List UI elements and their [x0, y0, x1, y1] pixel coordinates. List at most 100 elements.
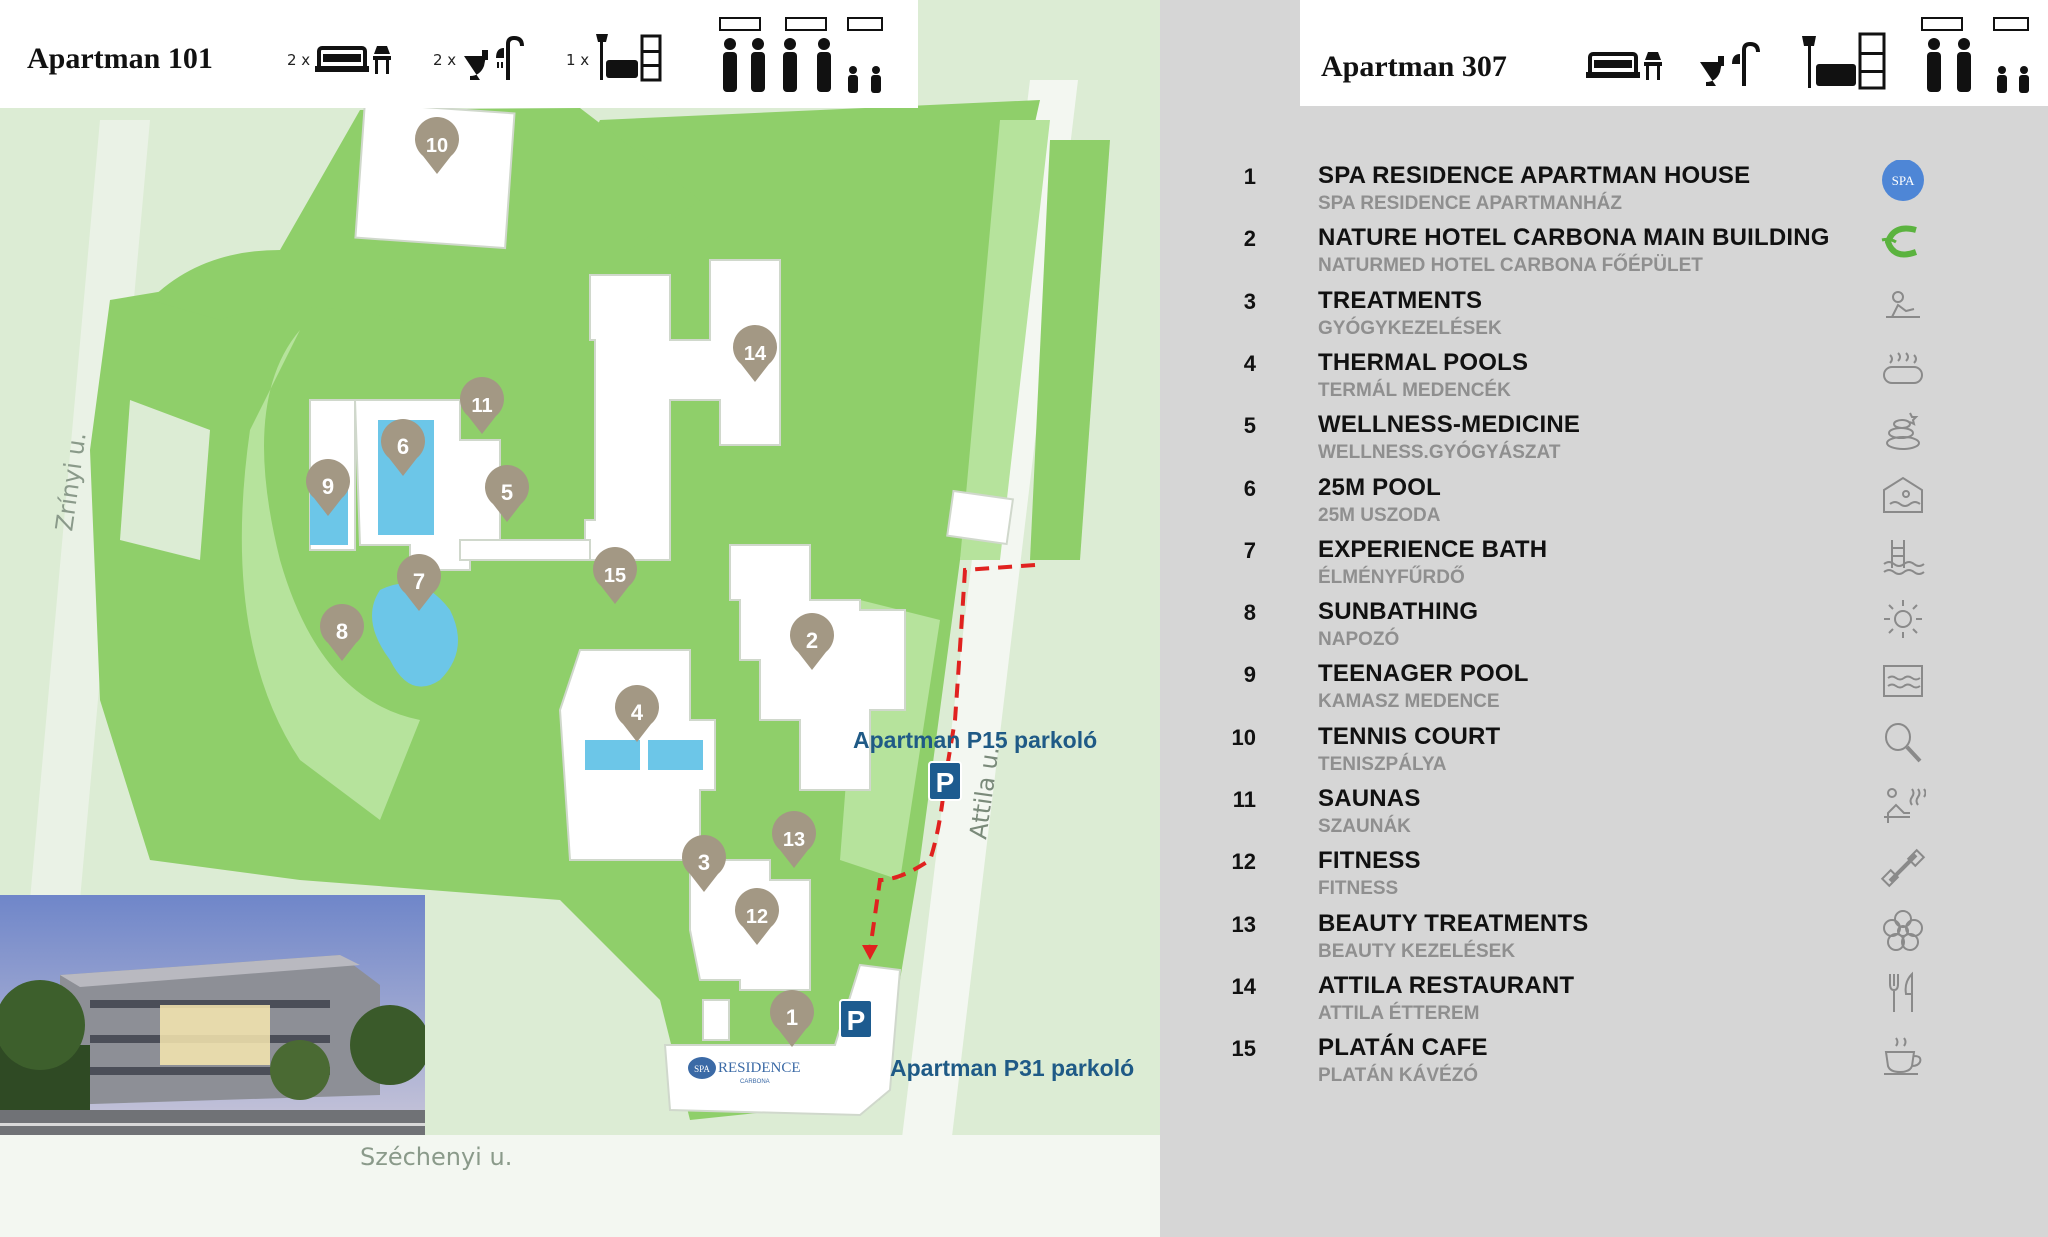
main-building-14: [584, 259, 781, 561]
legend-label-hu: GYÓGYKEZELÉSEK: [1318, 317, 1502, 339]
map-marker-label: 14: [744, 343, 767, 365]
teen-pool-icon: [1883, 665, 1923, 698]
legend-label-hu: NAPOZÓ: [1318, 629, 1400, 651]
legend-number: 3: [1243, 288, 1256, 314]
legend-label-en: WELLNESS-MEDICINE: [1318, 411, 1581, 439]
legend-label-hu: FITNESS: [1318, 878, 1399, 900]
legend-number: 14: [1231, 973, 1256, 999]
corridor-spa-main: [459, 539, 591, 561]
legend-label-en: EXPERIENCE BATH: [1318, 535, 1548, 563]
main-hotel-2: [729, 544, 906, 791]
map-marker-13[interactable]: 13: [772, 811, 817, 868]
legend-label-hu: ÉLMÉNYFŰRDŐ: [1318, 566, 1465, 588]
legend-label-en: TENNIS COURT: [1318, 722, 1501, 750]
legend-item: 13 BEAUTY TREATMENTS BEAUTY KEZELÉSEK: [1200, 908, 1960, 970]
legend-number: 15: [1231, 1036, 1256, 1062]
thermal-pool-icon: [1883, 352, 1923, 384]
map-marker-12[interactable]: 12: [735, 888, 779, 945]
legend-label-en: THERMAL POOLS: [1318, 348, 1529, 376]
small-building-east: [946, 489, 1015, 546]
fork-knife-icon: [1889, 971, 1913, 1012]
legend-label-en: 25M POOL: [1318, 473, 1441, 501]
legend-label-en: FITNESS: [1318, 847, 1421, 875]
guests-4-icon: [1921, 17, 2029, 93]
header-apartman-101: Apartman 101 2 x 2 x 1 x: [0, 0, 918, 108]
entrance-path: [702, 999, 730, 1041]
map-marker-label: 5: [501, 480, 513, 505]
parking-p31-label: Apartman P31 parkoló: [890, 1055, 1135, 1081]
legend-label-en: NATURE HOTEL CARBONA MAIN BUILDING: [1318, 224, 1830, 252]
svg-text:P: P: [936, 767, 955, 798]
legend-label-hu: PLATÁN KÁVÉZÓ: [1318, 1065, 1479, 1087]
map-marker-label: 2: [806, 628, 818, 653]
map-marker-15[interactable]: 15: [593, 547, 638, 604]
route-arrow-icon: [862, 945, 878, 960]
tennis-racket-icon: [1885, 722, 1922, 763]
legend-label-hu: KAMASZ MEDENCE: [1318, 691, 1500, 713]
legend-item: 3 TREATMENTS GYÓGYKEZELÉSEK: [1200, 285, 1960, 347]
apartment-101-title: Apartman 101: [27, 42, 213, 75]
guests-6-icon: [719, 17, 883, 93]
map-marker-14[interactable]: 14: [733, 325, 778, 382]
map-marker-label: 3: [698, 850, 710, 875]
sofa-lamp-shelf-icon: [1802, 32, 1886, 90]
legend-label-hu: BEAUTY KEZELÉSEK: [1318, 940, 1516, 962]
svg-text:SPA: SPA: [1892, 173, 1915, 188]
wellness-stones-icon: [1886, 412, 1920, 451]
legend-number: 11: [1232, 787, 1256, 812]
map-marker-10[interactable]: 10: [415, 117, 459, 174]
bed-nightstand-icon: [1586, 52, 1662, 80]
building-photo: [0, 895, 425, 1135]
svg-text:CARBONA: CARBONA: [740, 1079, 770, 1085]
green-area-main: [90, 100, 1040, 1120]
map-marker-4[interactable]: 4: [615, 685, 659, 742]
legend-number: 5: [1243, 413, 1256, 439]
thermal-pool-a: [585, 740, 640, 770]
legend-number: 7: [1243, 537, 1256, 563]
map-marker-label: 10: [426, 135, 448, 157]
map-marker-9[interactable]: 9: [306, 459, 351, 516]
szechenyi-street: [0, 1135, 1160, 1237]
map-marker-1[interactable]: 1: [769, 990, 815, 1047]
legend-number: 13: [1231, 911, 1256, 937]
map-marker-label: 9: [322, 474, 334, 499]
apartment-307-title: Apartman 307: [1321, 50, 1507, 83]
map-marker-3[interactable]: 3: [681, 835, 726, 892]
map-marker-label: 4: [631, 700, 644, 725]
coffee-cup-icon: [1884, 1037, 1922, 1076]
map-marker-8[interactable]: 8: [320, 604, 364, 661]
legend-label-hu: 25M USZODA: [1318, 504, 1441, 526]
legend-label-hu: SPA RESIDENCE APARTMANHÁZ: [1318, 193, 1623, 214]
resort-map: P P SPA RESIDENCE CARBONA Széchenyi u. Z…: [0, 0, 1160, 1237]
svg-text:RESIDENCE: RESIDENCE: [718, 1060, 801, 1076]
legend-label-en: SUNBATHING: [1318, 598, 1479, 626]
legend-label-en: PLATÁN CAFE: [1318, 1034, 1488, 1062]
legend-label-en: TREATMENTS: [1318, 286, 1483, 314]
legend-label-en: BEAUTY TREATMENTS: [1318, 909, 1589, 937]
map-marker-11[interactable]: 11: [460, 377, 505, 434]
toilet-shower-icon: [464, 36, 524, 80]
sun-icon: [1884, 600, 1922, 639]
parking-sign-p31: P: [839, 999, 873, 1039]
map-marker-label: 15: [604, 565, 626, 587]
legend-label-en: SPA RESIDENCE APARTMAN HOUSE: [1318, 162, 1751, 189]
legend-label-hu: TERMÁL MEDENCÉK: [1318, 379, 1511, 401]
sauna-icon: [1884, 788, 1926, 823]
map-marker-6[interactable]: 6: [381, 419, 425, 476]
toilet-shower-icon: [1700, 42, 1760, 86]
map-marker-7[interactable]: 7: [397, 554, 442, 611]
map-marker-5[interactable]: 5: [485, 465, 530, 522]
treatment-icon: [1886, 290, 1920, 318]
experience-pool: [372, 583, 458, 687]
legend-item: 7 EXPERIENCE BATH ÉLMÉNYFŰRDŐ: [1200, 534, 1960, 596]
map-marker-2[interactable]: 2: [790, 613, 834, 670]
legend-number: 9: [1243, 662, 1256, 688]
bed-nightstand-icon: [315, 46, 391, 74]
legend-number: 10: [1231, 724, 1256, 750]
